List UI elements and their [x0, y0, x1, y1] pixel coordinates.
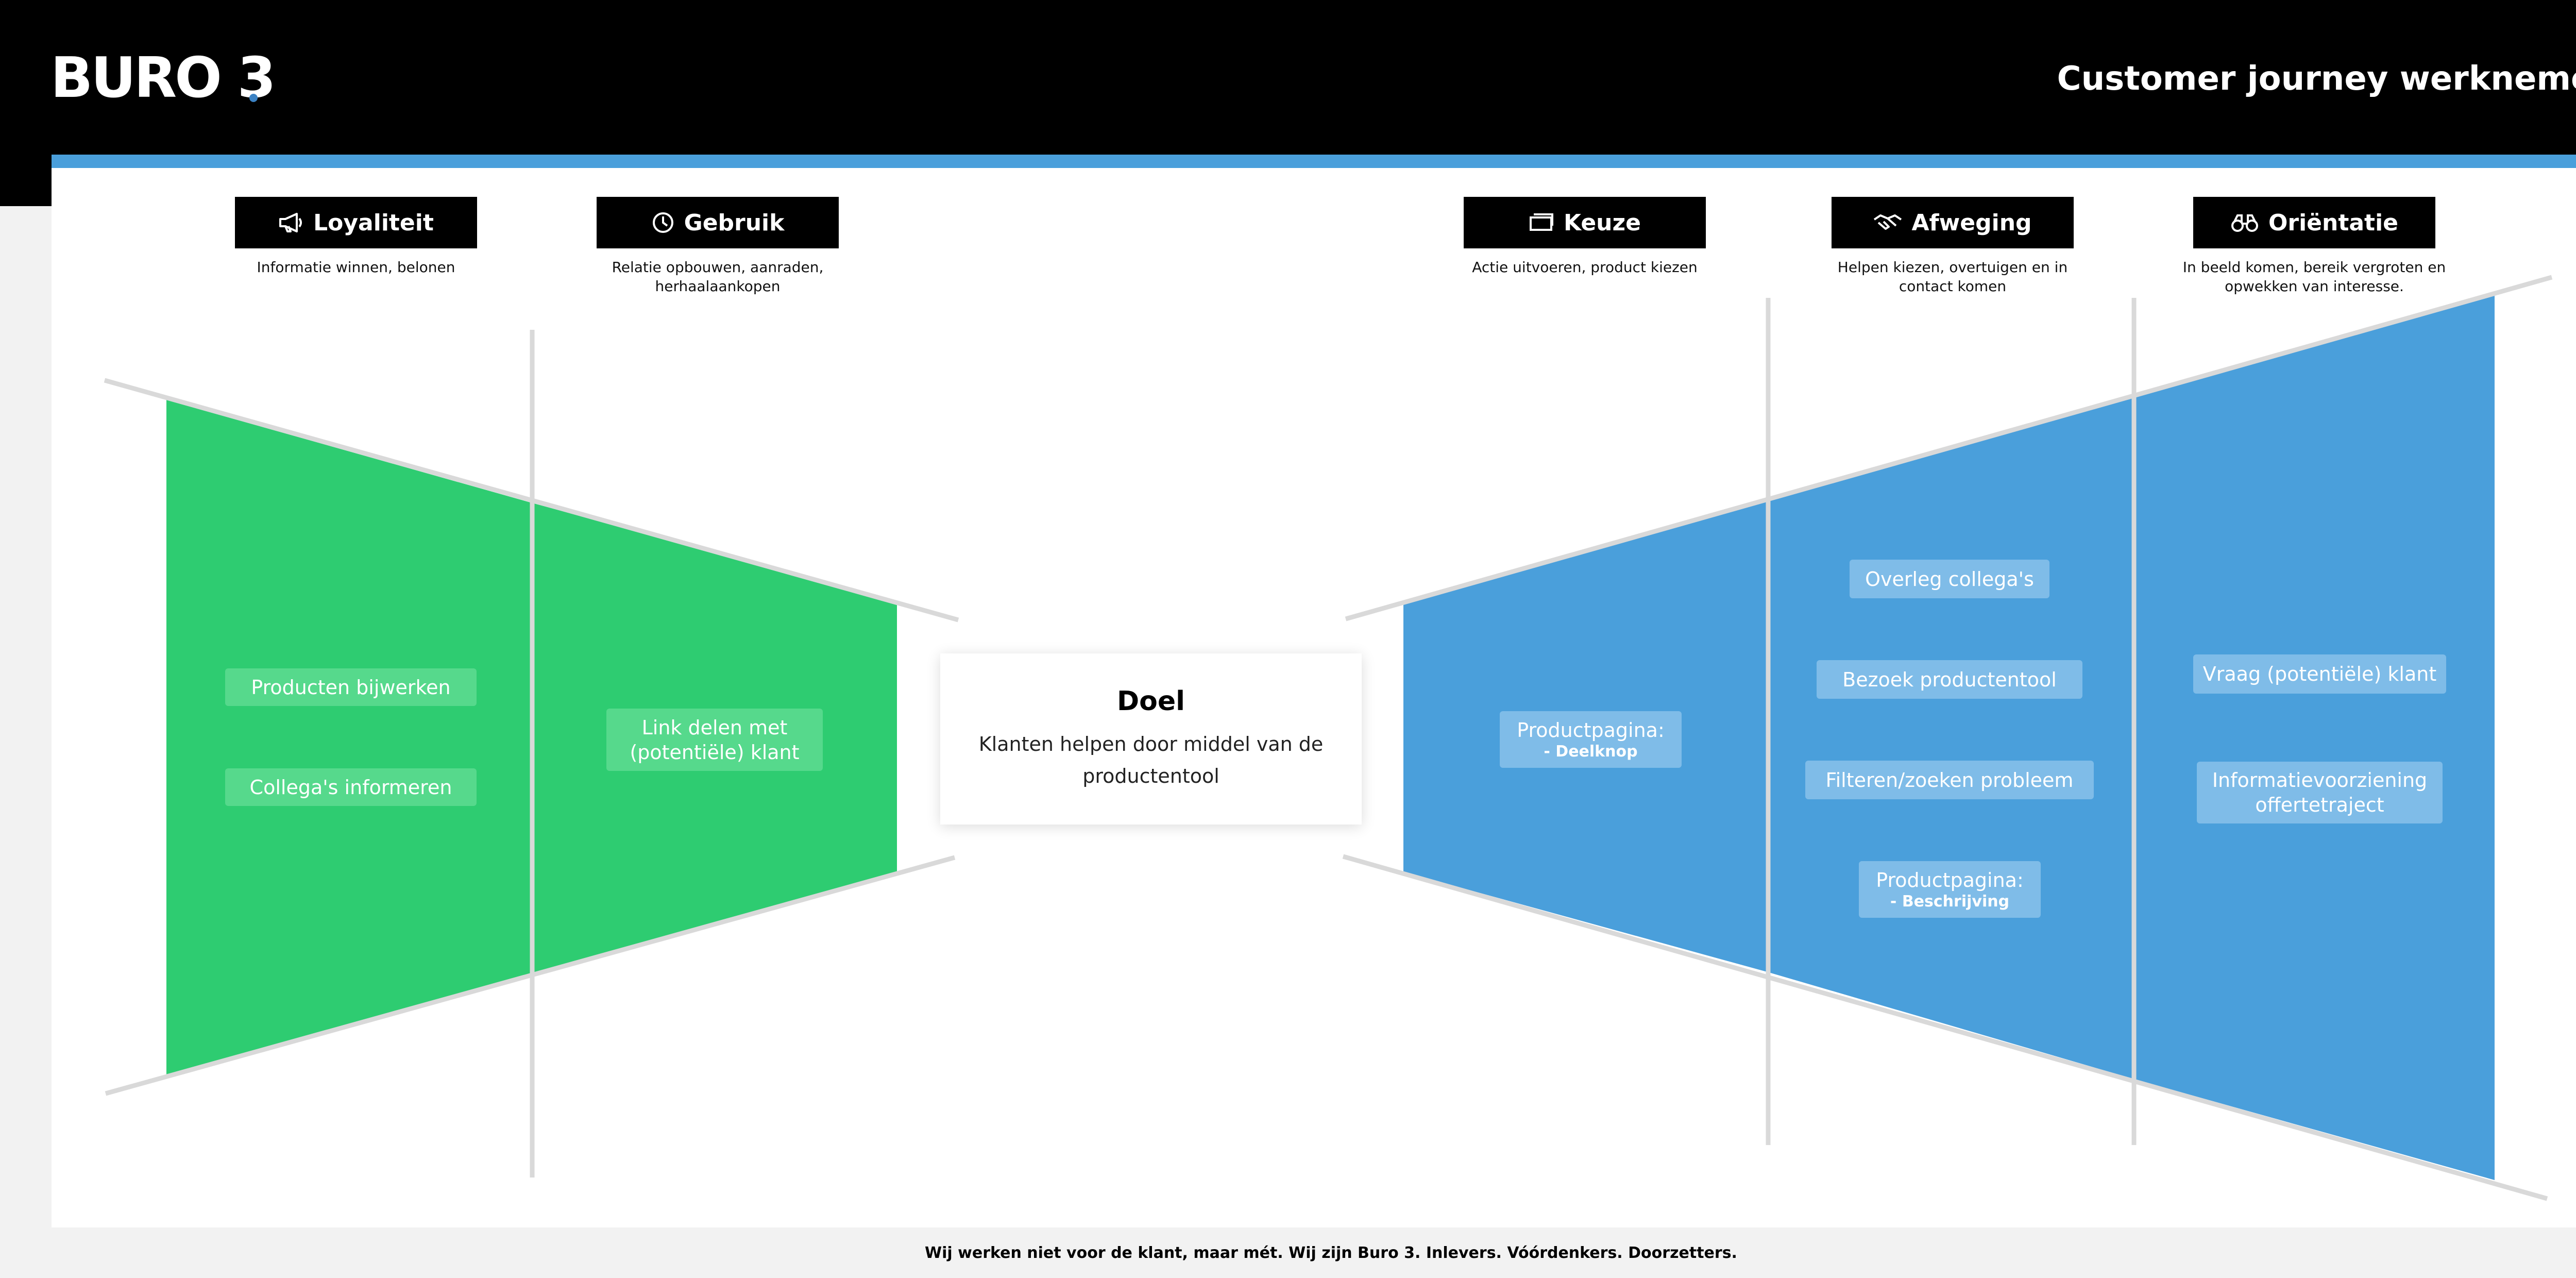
buro3-logo: BURO 3	[50, 46, 276, 110]
stage-gebruik: Gebruik	[597, 197, 839, 248]
stage-label: Gebruik	[684, 209, 785, 236]
money-icon	[1530, 213, 1554, 231]
stage-description: Actie uitvoeren, product kiezen	[1472, 259, 1698, 276]
footer-tagline: Wij werken niet voor de klant, maar mét.…	[925, 1244, 1737, 1262]
stage-label: Afweging	[1911, 209, 2032, 236]
stage-description: In beeld komen, bereik vergroten en opwe…	[2182, 259, 2446, 295]
touchpoint-link-delen: Link delen met (potentiële) klant	[606, 709, 823, 771]
stage-afweging: Afweging	[1832, 197, 2074, 248]
goal-box: Doel Klanten helpen door middel van de p…	[940, 653, 1362, 825]
touchpoint-overleg-collegas: Overleg collega's	[1850, 560, 2049, 598]
touchpoint-informatievoorziening: Informatievoorziening offertetraject	[2197, 762, 2443, 823]
funnel-edge-line	[1342, 854, 2548, 1201]
megaphone-icon	[279, 213, 302, 232]
stage-description: Helpen kiezen, overtuigen en in contact …	[1837, 259, 2068, 295]
stage-orientatie: Oriëntatie	[2193, 197, 2435, 248]
stage-label: Keuze	[1564, 209, 1641, 236]
stage-keuze: Keuze	[1464, 197, 1706, 248]
touchpoint-collegas-informeren: Collega's informeren	[225, 768, 477, 806]
logo-dot	[249, 94, 258, 102]
goal-title: Doel	[1117, 686, 1185, 717]
funnel-orientatie	[2134, 296, 2495, 1180]
stage-label: Oriëntatie	[2268, 209, 2399, 236]
refresh-icon	[652, 212, 673, 233]
stage-loyaliteit: Loyaliteit	[235, 197, 477, 248]
funnel-edge-line	[1345, 275, 2553, 621]
touchpoint-producten-bijwerken: Producten bijwerken	[225, 668, 477, 706]
touchpoint-sub: - Beschrijving	[1890, 893, 2010, 911]
touchpoint-title: Productpagina:	[1876, 869, 2024, 892]
funnel-loyaliteit	[166, 400, 532, 1076]
touchpoint-bezoek-productentool: Bezoek productentool	[1817, 660, 2082, 699]
binoculars-icon	[2231, 214, 2258, 232]
touchpoint-sub: - Deelknop	[1544, 743, 1638, 761]
touchpoint-productpagina-beschrijving: Productpagina: - Beschrijving	[1859, 861, 2041, 918]
touchpoint-title: Productpagina:	[1517, 719, 1665, 742]
stage-description: Relatie opbouwen, aanraden, herhaalaanko…	[612, 259, 824, 295]
touchpoint-productpagina-deelknop: Productpagina: - Deelknop	[1500, 711, 1682, 768]
page-title: Customer journey werknemer	[2057, 60, 2576, 98]
touchpoint-vraag-klant: Vraag (potentiële) klant	[2193, 654, 2446, 694]
touchpoint-filteren-zoeken: Filteren/zoeken probleem	[1805, 761, 2094, 799]
stage-description: Informatie winnen, belonen	[257, 259, 455, 276]
stage-label: Loyaliteit	[313, 209, 434, 236]
handshake-icon	[1874, 214, 1902, 230]
goal-text: Klanten helpen door middel van de produc…	[978, 733, 1324, 787]
funnel-afweging	[1767, 397, 2134, 1079]
